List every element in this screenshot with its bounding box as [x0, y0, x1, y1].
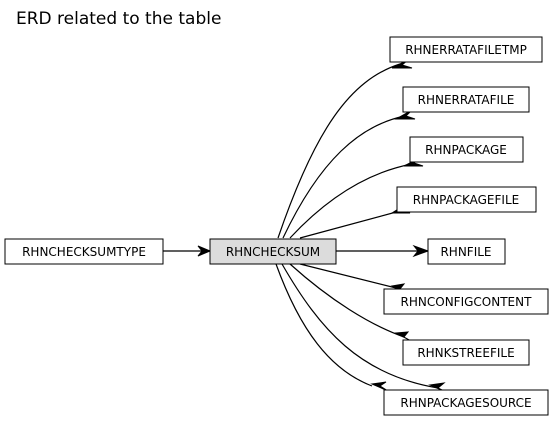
node-label: RHNFILE — [440, 245, 491, 259]
nodes: RHNCHECKSUMTYPE RHNCHECKSUM RHNERRATAFIL… — [4, 36, 549, 416]
edge-configcontent — [299, 263, 401, 290]
node-rhnerratafile[interactable]: RHNERRATAFILE — [402, 86, 530, 113]
node-label: RHNERRATAFILE — [418, 93, 515, 107]
node-rhnconfigcontent[interactable]: RHNCONFIGCONTENT — [383, 288, 549, 315]
node-rhnkstreefile[interactable]: RHNKSTREEFILE — [402, 339, 530, 366]
edge-kstreefile — [289, 263, 405, 338]
edge-erratafiletmp — [277, 63, 401, 239]
crow-foot-erratafile — [394, 109, 416, 120]
node-label: RHNPACKAGESOURCE — [400, 396, 531, 410]
crow-foot-kstreefile — [394, 331, 414, 343]
node-label: RHNCHECKSUM — [226, 245, 320, 259]
node-label: RHNERRATAFILETMP — [405, 43, 527, 57]
node-label: RHNPACKAGEFILE — [413, 193, 519, 207]
crow-foot-packagesource-b — [370, 381, 389, 392]
crow-foot-checksumtype — [197, 245, 212, 257]
edge-packagefile — [299, 210, 401, 239]
edge-packagesource-a — [281, 263, 439, 389]
node-rhnpackagesource[interactable]: RHNPACKAGESOURCE — [383, 389, 549, 416]
node-label: RHNKSTREEFILE — [417, 346, 514, 360]
edge-erratafile — [282, 115, 406, 239]
node-rhnpackagefile[interactable]: RHNPACKAGEFILE — [396, 186, 537, 213]
node-rhnchecksum[interactable]: RHNCHECKSUM — [209, 238, 337, 265]
node-rhnchecksumtype[interactable]: RHNCHECKSUMTYPE — [4, 238, 164, 265]
node-rhnerratafiletmp[interactable]: RHNERRATAFILETMP — [389, 36, 543, 63]
crow-foot-erratafiletmp — [391, 59, 413, 69]
node-rhnpackage[interactable]: RHNPACKAGE — [409, 136, 524, 163]
crow-foot-file — [412, 244, 430, 258]
edges — [163, 63, 439, 389]
node-rhnfile[interactable]: RHNFILE — [427, 238, 506, 265]
node-label: RHNCONFIGCONTENT — [401, 295, 533, 309]
diagram-title: ERD related to the table — [16, 9, 222, 29]
edge-package — [289, 163, 413, 239]
edge-packagesource-b — [275, 263, 373, 387]
node-label: RHNPACKAGE — [425, 143, 507, 157]
node-label: RHNCHECKSUMTYPE — [22, 245, 146, 259]
